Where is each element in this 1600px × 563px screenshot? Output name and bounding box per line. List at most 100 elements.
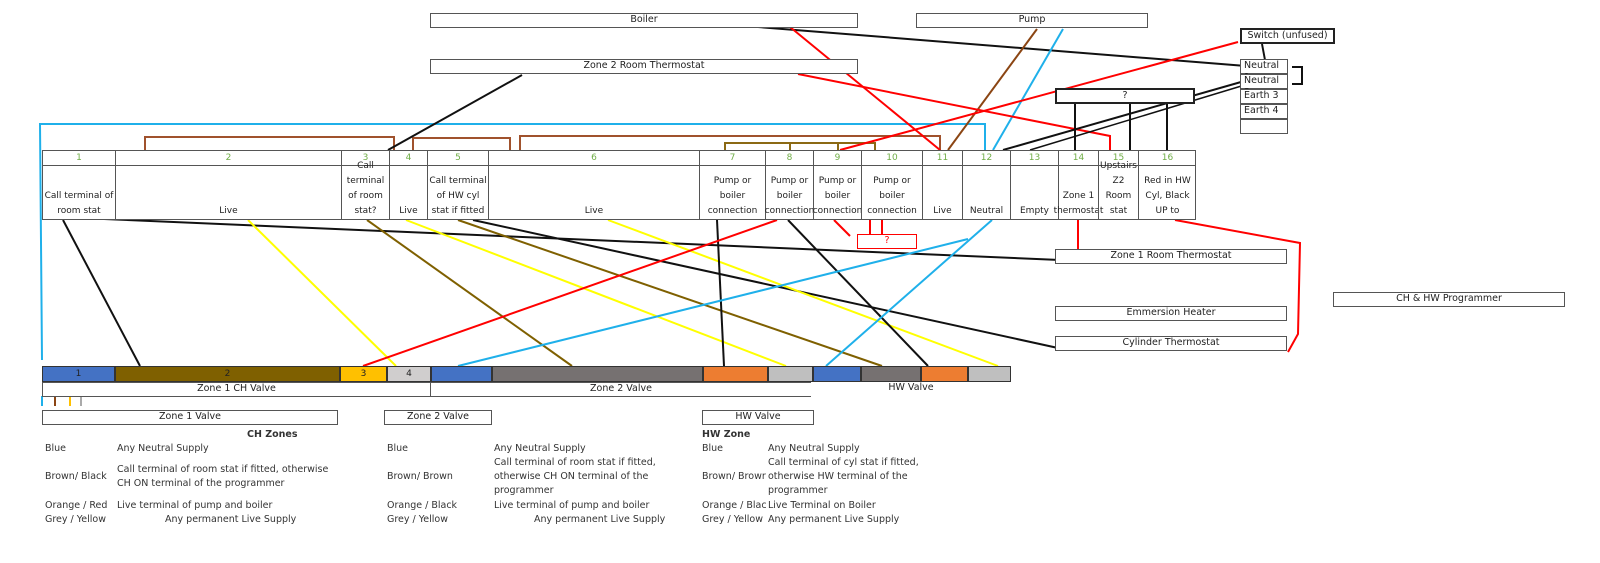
legend-zone1-desc: Any permanent Live Supply [165, 514, 297, 525]
valve-segment [768, 366, 813, 382]
legend-hw-wire: Brown/ Browr [702, 471, 766, 482]
legend-zone1-desc: Any Neutral Supply [117, 443, 209, 454]
emmersion-heater-label: Emmersion Heater [1126, 307, 1216, 318]
legend-zone1-wire: Grey / Yellow [45, 514, 107, 525]
wire-black-1-valve [62, 219, 141, 367]
legend-hw-desc: Call terminal of cyl stat if fitted, oth… [768, 457, 919, 496]
legend-title-label: HW Valve [735, 411, 781, 422]
legend-hw-wire: Orange / Blac [702, 500, 767, 511]
wire-red-boiler-11 [789, 26, 941, 151]
boiler-label: Boiler [630, 14, 658, 25]
valve-segment [968, 366, 1011, 382]
legend-zone1-title: Zone 1 Valve [42, 410, 338, 425]
wire-black-neutral2-b [1029, 83, 1249, 151]
legend-zone1-desc: Live terminal of pump and boiler [117, 500, 273, 511]
valve-group-label: Zone 1 CH Valve [197, 383, 276, 394]
legend-zone2-wire: Blue [387, 443, 409, 454]
valve-group-hw: HW Valve [811, 382, 1011, 397]
wire-red-switch-9 [839, 41, 1239, 151]
bracket-brown-3 [519, 135, 941, 150]
legend-zone1-wire: Blue [45, 443, 67, 454]
valve-segment [921, 366, 968, 382]
emmersion-heater-box: Emmersion Heater [1055, 306, 1287, 321]
valve-segment [703, 366, 768, 382]
terminal-number: 11 [923, 151, 962, 166]
junction-neutral-1: Neutral 1 [1240, 59, 1288, 83]
legend-hw-heading: HW Zone [702, 429, 751, 440]
wire-red-9-q [833, 219, 851, 237]
terminal-number: 9 [814, 151, 861, 166]
junction-empty [1240, 119, 1288, 134]
terminal-number: 12 [963, 151, 1010, 166]
switch-box: Switch (unfused) [1240, 28, 1335, 44]
wire-brown-pump-11 [947, 28, 1038, 151]
zone2-room-thermostat-box: Zone 2 Room Thermostat [430, 59, 858, 74]
legend-title-label: Zone 1 Valve [159, 411, 221, 422]
legend-zone2-wire: Brown/ Brown [387, 471, 453, 482]
legend-zone1-desc: Call terminal of room stat if fitted, ot… [117, 464, 329, 489]
terminal-number: 15 [1099, 151, 1138, 166]
valve-segment: 1 [42, 366, 115, 382]
valve-segment [431, 366, 492, 382]
terminal-number: 6 [489, 151, 699, 166]
junction-earth-3: Earth 3 [1240, 89, 1288, 104]
wire-black-7 [716, 219, 725, 367]
legend-zone2-desc: Any Neutral Supply [494, 443, 586, 454]
valve-segment [813, 366, 861, 382]
valve-group-label: HW Valve [888, 382, 934, 393]
terminal-number: 8 [766, 151, 813, 166]
legend-zone2-wire: Grey / Yellow [387, 514, 449, 525]
terminal-label: Zone 1 thermostat [1053, 191, 1104, 216]
terminal-label: Neutral [969, 206, 1004, 216]
zone1-room-thermostat-box: Zone 1 Room Thermostat [1055, 249, 1287, 264]
wire-blue-zone1stat [457, 238, 969, 367]
terminal-label: Live [584, 206, 604, 216]
unknown-mid-box: ? [857, 234, 917, 249]
terminal-label: Live [933, 206, 952, 216]
junction-neutral-2: Neutral 2 [1240, 74, 1288, 98]
pump-box: Pump [916, 13, 1148, 28]
valve-group-zone2: Zone 2 Valve [430, 382, 812, 397]
legend-hw-desc: Any Neutral Supply [768, 443, 860, 454]
wire-blue-loop [38, 123, 986, 361]
wire-black-8 [787, 219, 929, 367]
terminal-number: 14 [1059, 151, 1098, 166]
terminal-label: Call terminal of HW cyl stat if fitted [429, 176, 487, 216]
wire-black-neutral-loop [1292, 66, 1303, 85]
terminal-label: Call terminal of room stat? [346, 161, 385, 216]
wire-yellow-6 [607, 219, 999, 367]
unknown-top-label: ? [1122, 90, 1128, 101]
wire-yellow-2 [247, 219, 397, 367]
legend-hw-desc: Any permanent Live Supply [768, 514, 900, 525]
valve-segment [861, 366, 921, 382]
terminal-label: Pump or boiler connection [764, 176, 815, 216]
wire-olive-5 [457, 219, 883, 367]
terminal-number: 16 [1139, 151, 1196, 166]
wire-black-boiler-neutral [757, 26, 1247, 67]
valve-group-zone1-ch: Zone 1 CH Valve [42, 382, 431, 397]
legend-zone1-wire: Brown/ Black [45, 471, 107, 482]
legend-zone2-title: Zone 2 Valve [384, 410, 492, 425]
wire-red-zone2stat-15 [797, 73, 1111, 150]
legend-zone2-desc: Call terminal of room stat if fitted, ot… [494, 457, 656, 496]
programmer-box: CH & HW Programmer [1333, 292, 1565, 307]
terminal-label: Red in HW Cyl, Black UP to [1144, 176, 1191, 216]
wire-red-8 [362, 219, 778, 367]
wire-black-1-zone1stat [79, 217, 1061, 261]
wire-black-switch-neutral1 [1261, 43, 1266, 61]
terminal-label: Pump or boiler connection [867, 176, 917, 216]
valve-segment [492, 366, 703, 382]
wire-blue-12-valve [825, 219, 993, 367]
terminal-number: 7 [700, 151, 765, 166]
legend-zone1-wire: Orange / Red [45, 500, 108, 511]
unknown-top-box: ? [1055, 88, 1195, 104]
terminal-number: 2 [116, 151, 341, 166]
